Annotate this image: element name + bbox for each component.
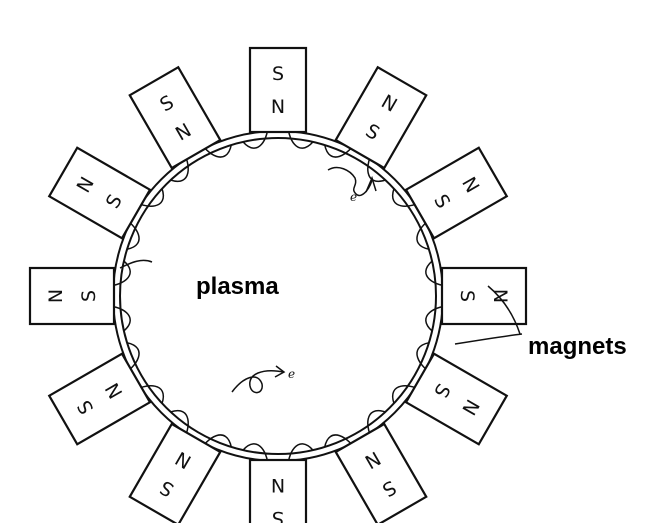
magnet-body bbox=[128, 422, 222, 523]
magnet: NS bbox=[47, 146, 152, 240]
magnet-pole-outer: S bbox=[272, 507, 284, 523]
magnet: NS bbox=[334, 65, 428, 170]
magnet: SN bbox=[248, 46, 308, 134]
magnet-body bbox=[334, 422, 428, 523]
magnet: SN bbox=[128, 422, 222, 523]
magnet-body bbox=[128, 65, 222, 170]
magnet-pole-outer: N bbox=[489, 289, 511, 303]
electron-arrow-lower bbox=[274, 365, 286, 378]
magnet: SN bbox=[334, 422, 428, 523]
magnet-body bbox=[440, 266, 528, 326]
magnet-pole-inner: N bbox=[271, 474, 285, 496]
magnet: NS bbox=[404, 146, 509, 240]
magnets-pointer-2 bbox=[454, 333, 523, 345]
magnet-body bbox=[248, 458, 308, 523]
magnet-pole-inner: S bbox=[456, 290, 478, 302]
plasma-label: plasma bbox=[196, 273, 279, 300]
field-line-left bbox=[119, 259, 153, 269]
magnet-body bbox=[47, 146, 152, 240]
magnets-label: magnets bbox=[528, 333, 627, 360]
chamber-wall-inner bbox=[119, 137, 437, 455]
electron-label-lower: e bbox=[288, 367, 295, 381]
magnet: NS bbox=[440, 266, 528, 326]
magnet-body bbox=[47, 352, 152, 446]
electron-path-lower bbox=[231, 370, 285, 394]
magnet: SN bbox=[248, 458, 308, 523]
magnet: SN bbox=[47, 352, 152, 446]
electron-arrow-upper bbox=[365, 175, 377, 193]
magnet-body bbox=[28, 266, 116, 326]
magnet-body bbox=[404, 146, 509, 240]
magnet: SN bbox=[128, 65, 222, 170]
electron-label-upper: e bbox=[350, 190, 357, 204]
magnet-pole-outer: N bbox=[45, 289, 67, 303]
magnets-pointer-1 bbox=[487, 285, 521, 335]
magnet-pole-inner: N bbox=[271, 96, 285, 118]
magnet-body bbox=[248, 46, 308, 134]
magnet-pole-outer: S bbox=[272, 63, 284, 85]
magnet-pole-inner: S bbox=[78, 290, 100, 302]
magnet-body bbox=[404, 352, 509, 446]
magnet-body bbox=[334, 65, 428, 170]
magnet: NS bbox=[404, 352, 509, 446]
